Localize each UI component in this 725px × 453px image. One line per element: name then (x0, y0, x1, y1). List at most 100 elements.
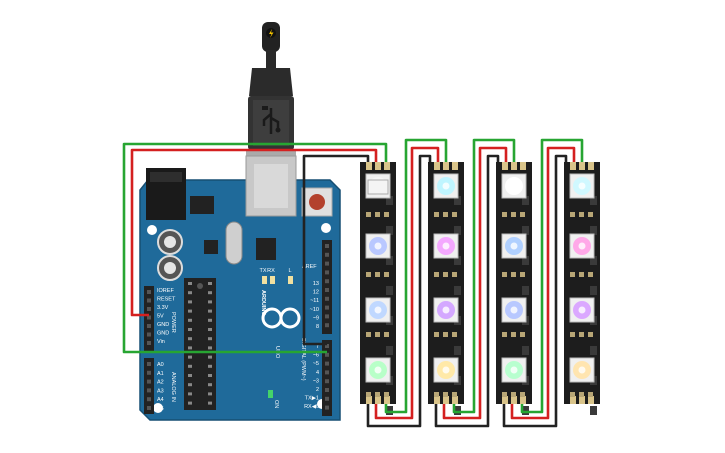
header-pin[interactable] (147, 379, 151, 384)
rgb-led (569, 357, 595, 383)
header-pin[interactable] (325, 279, 329, 284)
header-pin[interactable] (147, 307, 151, 311)
neopixel-strip[interactable] (564, 162, 600, 415)
header-pin[interactable] (325, 288, 329, 292)
header-pin[interactable] (325, 344, 329, 348)
neopixel-strip[interactable] (496, 162, 532, 415)
arduino-uno-board[interactable]: ARDUINO UNO POWER ANALOG IN DIGITAL (PWM… (139, 155, 341, 421)
board-led-label: L (288, 268, 291, 274)
ground-wire[interactable] (502, 154, 568, 428)
reset-button[interactable] (301, 187, 333, 217)
header-pin[interactable] (325, 379, 329, 384)
header-pin[interactable] (147, 290, 151, 294)
power-wire[interactable] (130, 148, 378, 317)
header-pin[interactable] (325, 388, 329, 392)
digital-pin-label: 4 (316, 370, 319, 376)
atmega-chip (184, 278, 216, 410)
header-pin[interactable] (325, 352, 329, 357)
digital-pin-label: ~3 (313, 378, 319, 384)
power-wire[interactable] (442, 146, 508, 420)
header-pin[interactable] (325, 405, 329, 410)
analog-pin-label: A2 (157, 380, 164, 386)
digital-pin-label: ~9 (313, 315, 319, 321)
rgb-led (569, 233, 595, 259)
analog-pin-label: A1 (157, 371, 164, 377)
header-pin[interactable] (325, 296, 329, 301)
board-led-label: TX (259, 268, 266, 274)
aref-label: AREF (302, 264, 317, 270)
header-pin[interactable] (325, 361, 329, 366)
digital-pin-label: 13 (313, 281, 319, 287)
header-pin[interactable] (147, 362, 151, 366)
digital-header-bottom[interactable] (322, 340, 332, 416)
analog-pin-label: A0 (157, 362, 164, 368)
power-header-title: POWER (170, 312, 176, 333)
data-wire[interactable] (520, 138, 584, 414)
power-pin-label: 5V (157, 314, 164, 320)
lightning-icon (266, 28, 276, 38)
rgb-led (501, 173, 527, 199)
header-pin[interactable] (325, 323, 329, 328)
header-pin[interactable] (325, 244, 329, 248)
analog-pin-label: A3 (157, 388, 164, 394)
ground-wire[interactable] (302, 154, 370, 346)
rgb-led (365, 297, 391, 323)
power-pin-label: Vin (157, 339, 165, 345)
digital-pin-label: ~11 (310, 298, 319, 304)
rgb-led (569, 297, 595, 323)
header-pin[interactable] (325, 261, 329, 266)
digital-pin-label: TX▶1 (305, 396, 319, 402)
rgb-led (501, 297, 527, 323)
power-wire[interactable] (374, 146, 440, 420)
rgb-led (501, 233, 527, 259)
power-pin-label: IOREF (157, 288, 174, 294)
header-pin[interactable] (325, 305, 329, 310)
header-pin[interactable] (147, 397, 151, 402)
rgb-led (433, 233, 459, 259)
power-pin-label: GND (157, 331, 169, 337)
data-wire[interactable] (384, 138, 448, 414)
neopixel-strip[interactable] (360, 162, 396, 415)
ground-wire[interactable] (366, 154, 432, 428)
digital-pin-label: 12 (313, 290, 319, 296)
digital-header-title: DIGITAL (PWM~) (300, 338, 306, 381)
data-wire[interactable] (452, 138, 516, 414)
rgb-led (433, 357, 459, 383)
neopixel-strip[interactable] (428, 162, 464, 415)
digital-pin-label: ~10 (310, 307, 319, 313)
header-pin[interactable] (147, 324, 151, 328)
rgb-led (365, 233, 391, 259)
digital-pin-label: 7 (316, 344, 319, 350)
header-pin[interactable] (325, 314, 329, 319)
on-label: ON (273, 400, 279, 408)
header-pin[interactable] (147, 298, 151, 303)
rgb-led (501, 357, 527, 383)
rgb-led (569, 173, 595, 199)
analog-pin-label: A5 (157, 406, 164, 412)
power-pin-label: RESET (157, 297, 176, 303)
header-pin[interactable] (325, 270, 329, 275)
header-pin[interactable] (147, 370, 151, 375)
digital-header-top[interactable] (322, 240, 332, 334)
usb-cable-icon[interactable] (246, 22, 296, 156)
board-led-label: RX (267, 268, 275, 274)
header-pin[interactable] (147, 332, 151, 337)
header-pin[interactable] (325, 396, 329, 401)
digital-pin-label: 8 (316, 324, 319, 330)
analog-header[interactable] (144, 358, 154, 414)
ground-wire[interactable] (434, 154, 500, 428)
header-pin[interactable] (325, 370, 329, 375)
digital-pin-label: 2 (316, 387, 319, 393)
power-wire[interactable] (510, 146, 576, 420)
header-pin[interactable] (147, 315, 151, 320)
rgb-led (433, 173, 459, 199)
power-pin-label: 3.3V (157, 305, 169, 311)
digital-pin-label: ~6 (313, 353, 319, 359)
header-pin[interactable] (147, 341, 151, 345)
data-wire[interactable] (122, 142, 388, 354)
header-pin[interactable] (325, 252, 329, 257)
header-pin[interactable] (147, 406, 151, 410)
header-pin[interactable] (147, 388, 151, 393)
power-pin-label: GND (157, 322, 169, 328)
